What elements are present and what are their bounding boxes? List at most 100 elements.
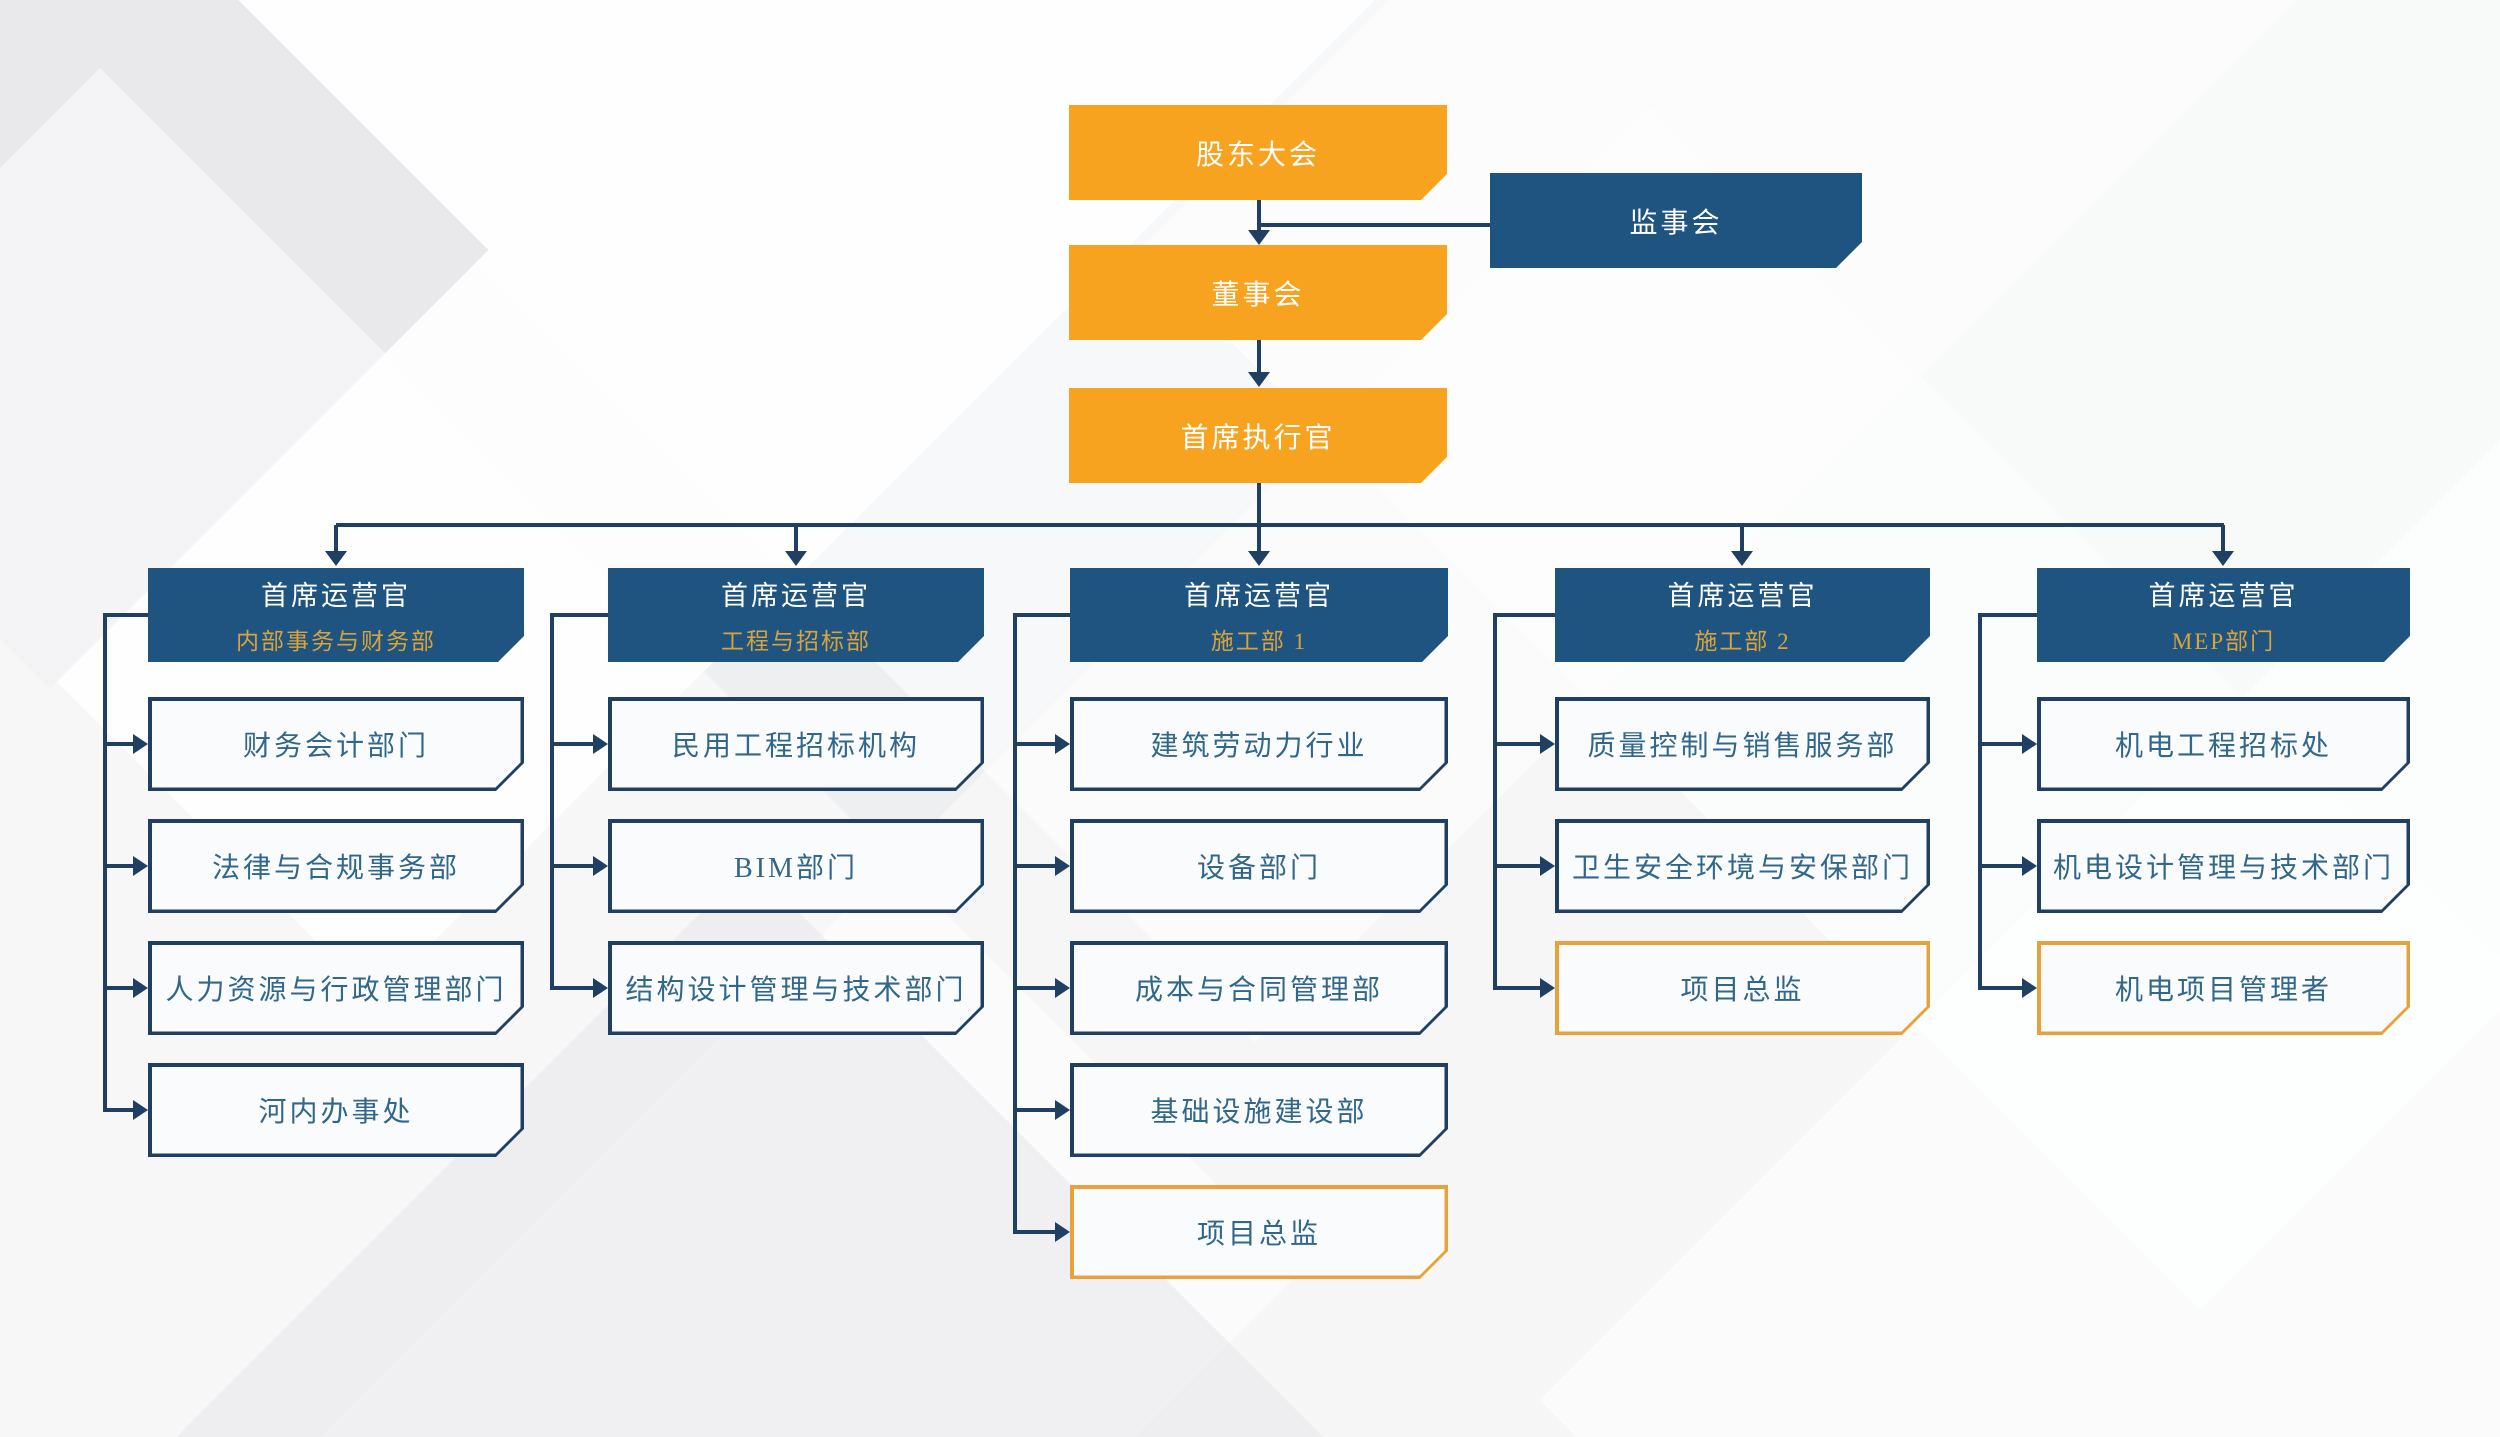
branch-1-spine [103,613,107,1112]
dept-label: 项目总监 [1680,975,1805,1006]
branch-1-stub-child-1 [103,742,133,746]
node-shareholders-meeting: 股东大会 [1069,105,1447,200]
drop-line-branch-4 [1740,525,1744,551]
branch-3-stub-child-2 [1013,864,1055,868]
branch-4-header: 首席运营官 施工部 2 [1555,568,1930,662]
dept-label: 财务会计部门 [242,731,429,762]
branch-4-spine [1493,613,1497,990]
dept-box-hr-admin: 人力资源与行政管理部门 [148,941,524,1035]
arrow-down-icon-ceo [1248,372,1270,387]
branch-1-stub-child-2 [103,864,133,868]
arrow-down-icon-branch-5 [2212,551,2234,566]
dept-label: 人力资源与行政管理部门 [165,975,507,1006]
dept-box-fill: 基础设施建设部 [1074,1067,1445,1154]
branch-2-stub-child-3 [550,986,593,990]
dept-box-mep-design-tech: 机电设计管理与技术部门 [2037,819,2410,913]
drop-line-branch-2 [794,525,798,551]
arrow-right-icon-b3c4 [1055,1100,1070,1120]
dept-box-fill: 机电设计管理与技术部门 [2041,823,2407,910]
dept-box-civil-bidding: 民用工程招标机构 [608,697,984,791]
dept-label: 成本与合同管理部 [1134,975,1383,1006]
dept-label: 民用工程招标机构 [671,731,920,762]
branch-3-spine [1013,613,1017,1234]
dept-label: 机电设计管理与技术部门 [2052,853,2394,884]
branch-3-header-stub [1015,613,1070,617]
branch-header-subtitle: MEP部门 [2171,629,2276,654]
distributor-line [336,523,2224,527]
branch-4-stub-child-2 [1493,864,1540,868]
branch-4-header-stub [1495,613,1555,617]
branch-1-header-stub [105,613,148,617]
arrow-down-icon-board [1248,230,1270,245]
dept-label: BIM部门 [734,853,858,884]
branch-2-spine [550,613,554,990]
arrow-down-icon-branch-3 [1248,551,1270,566]
arrow-right-icon-b2c2 [593,856,608,876]
dept-box-fill: 结构设计管理与技术部门 [612,945,981,1032]
dept-box-fill: 质量控制与销售服务部 [1559,701,1927,788]
dept-box-fill: 河内办事处 [152,1067,521,1154]
dept-box-qc-sales-service: 质量控制与销售服务部 [1555,697,1930,791]
drop-line-branch-5 [2221,525,2225,551]
node-supervisory-board: 监事会 [1490,173,1862,268]
node-label: 股东大会 [1195,139,1320,171]
branch-5-header-stub [1980,613,2037,617]
branch-2-stub-child-2 [550,864,593,868]
dept-box-fill: 项目总监 [1559,945,1927,1032]
dept-box-fill: 卫生安全环境与安保部门 [1559,823,1927,910]
dept-box-construction-labor: 建筑劳动力行业 [1070,697,1448,791]
dept-box-fill: 民用工程招标机构 [612,701,981,788]
arrow-right-icon-b3c1 [1055,734,1070,754]
arrow-right-icon-b1c3 [133,978,148,998]
arrow-right-icon-b4c1 [1540,734,1555,754]
dept-box-project-director-2: 项目总监 [1555,941,1930,1035]
dept-box-equipment: 设备部门 [1070,819,1448,913]
branch-5-spine [1978,613,1982,990]
branch-3-header: 首席运营官 施工部 1 [1070,568,1448,662]
branch-2-header: 首席运营官 工程与招标部 [608,568,984,662]
connector-supervisory-board [1259,223,1490,227]
dept-box-fill: 建筑劳动力行业 [1074,701,1445,788]
dept-box-hse-security: 卫生安全环境与安保部门 [1555,819,1930,913]
arrow-right-icon-b5c3 [2022,978,2037,998]
arrow-right-icon-b3c2 [1055,856,1070,876]
dept-box-fill: BIM部门 [612,823,981,910]
branch-3-stub-child-4 [1013,1108,1055,1112]
dept-label: 设备部门 [1196,853,1321,884]
branch-header-title: 首席运营官 [1667,581,1818,611]
dept-box-infrastructure: 基础设施建设部 [1070,1063,1448,1157]
branch-3-stub-child-3 [1013,986,1055,990]
branch-header-title: 首席运营官 [261,581,411,611]
dept-box-fill: 财务会计部门 [152,701,521,788]
dept-box-fill: 机电项目管理者 [2041,945,2407,1032]
node-ceo: 首席执行官 [1069,388,1447,483]
dept-label: 结构设计管理与技术部门 [625,975,967,1006]
branch-header-title: 首席运营官 [1184,581,1334,611]
branch-2-header-stub [552,613,608,617]
node-label: 董事会 [1211,279,1305,311]
branch-header-title: 首席运营官 [2148,581,2299,611]
arrow-right-icon-b1c1 [133,734,148,754]
arrow-right-icon-b1c2 [133,856,148,876]
dept-box-hanoi-office: 河内办事处 [148,1063,524,1157]
branch-1-stub-child-4 [103,1108,133,1112]
arrow-right-icon-b3c3 [1055,978,1070,998]
branch-5-stub-child-2 [1978,864,2022,868]
branch-header-subtitle: 内部事务与财务部 [236,629,436,654]
dept-label: 基础设施建设部 [1150,1097,1368,1128]
drop-line-branch-1 [334,525,338,551]
dept-label: 建筑劳动力行业 [1150,731,1368,762]
branch-5-header: 首席运营官 MEP部门 [2037,568,2410,662]
branch-5-stub-child-1 [1978,742,2022,746]
arrow-right-icon-b1c4 [133,1100,148,1120]
connector-ceo-distributor [1257,483,1261,551]
dept-box-mep-bidding: 机电工程招标处 [2037,697,2410,791]
branch-1-stub-child-3 [103,986,133,990]
arrow-right-icon-b2c1 [593,734,608,754]
arrow-right-icon-b5c2 [2022,856,2037,876]
dept-box-project-director-1: 项目总监 [1070,1185,1448,1279]
dept-box-fill: 成本与合同管理部 [1074,945,1445,1032]
dept-box-cost-contract: 成本与合同管理部 [1070,941,1448,1035]
branch-1-header: 首席运营官 内部事务与财务部 [148,568,524,662]
